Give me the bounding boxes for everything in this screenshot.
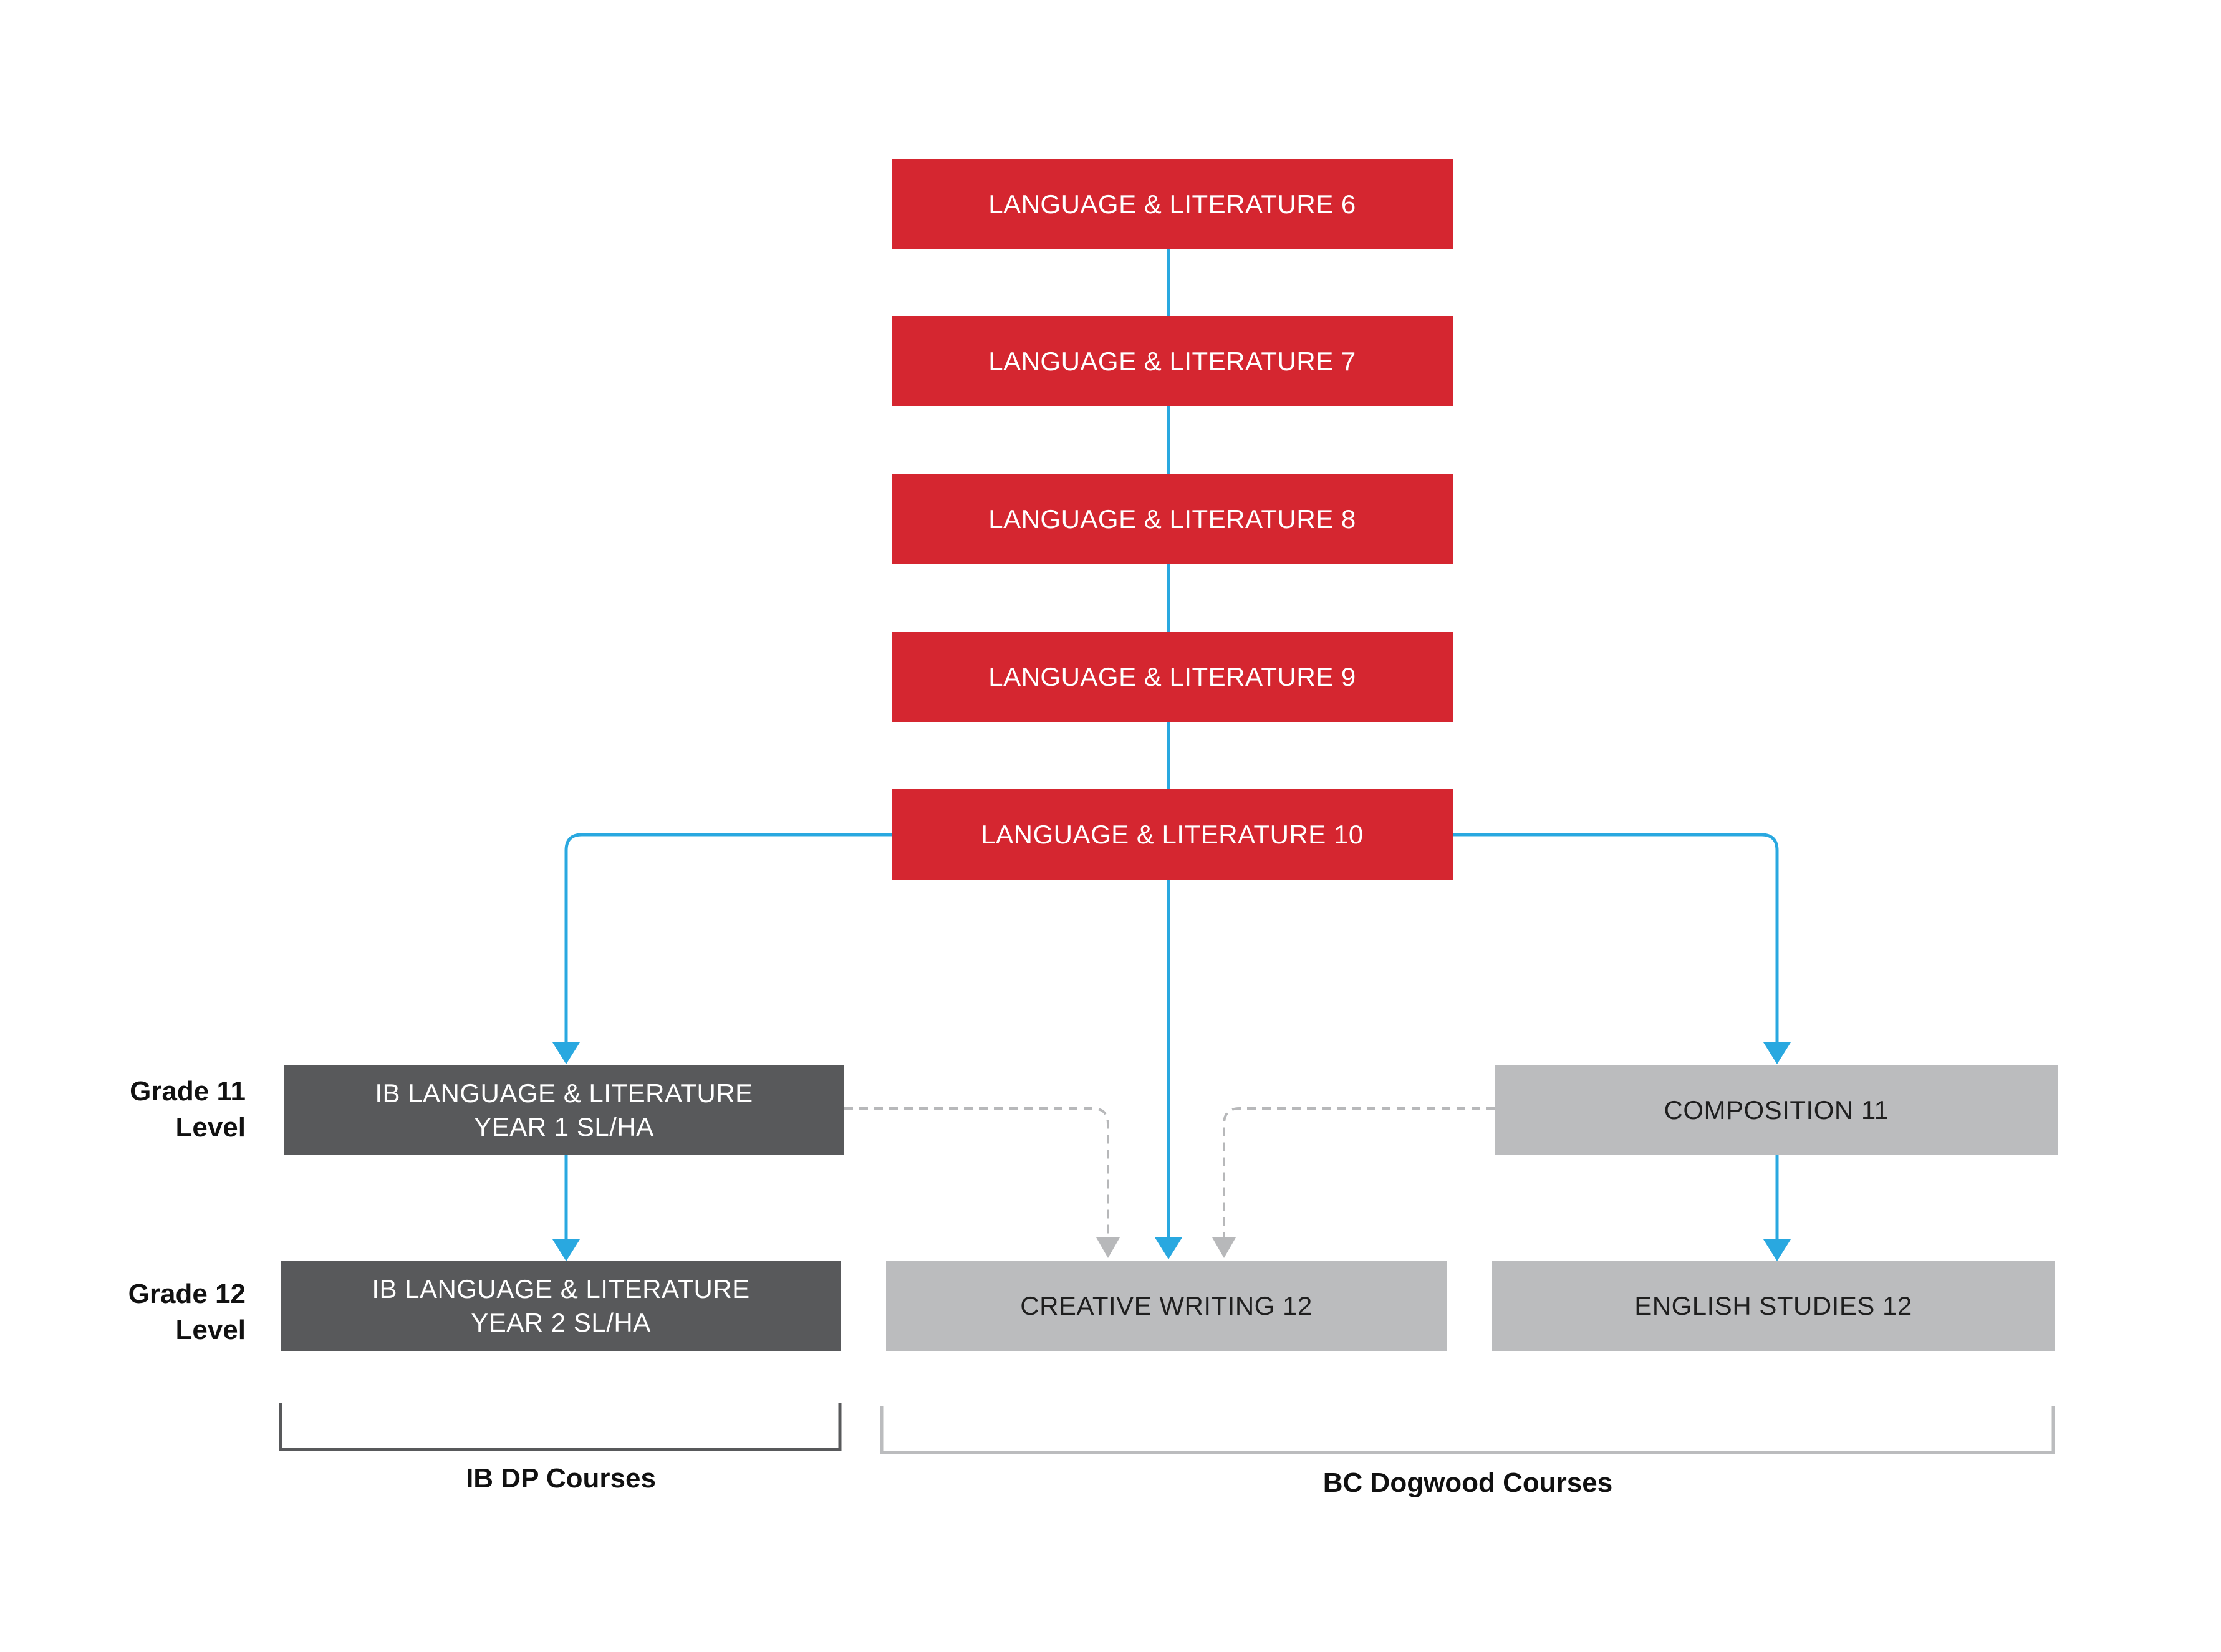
- bracket-ib-dp: [279, 1403, 842, 1451]
- dashed-arrowhead-left: [1096, 1237, 1120, 1258]
- course-ib-year2-line1: IB LANGUAGE & LITERATURE: [372, 1274, 750, 1304]
- course-ib-year1-line2: YEAR 1 SL/HA: [474, 1112, 654, 1141]
- course-composition11-label: COMPOSITION 11: [1664, 1095, 1889, 1125]
- course-ll6-label: LANGUAGE & LITERATURE 6: [988, 189, 1356, 219]
- course-ll10[interactable]: LANGUAGE & LITERATURE 10: [892, 789, 1453, 880]
- arrowhead-english12: [1763, 1239, 1791, 1261]
- course-ll7[interactable]: LANGUAGE & LITERATURE 7: [892, 316, 1453, 406]
- arrowhead-composition11: [1763, 1042, 1791, 1064]
- grade-11-line2: Level: [175, 1112, 246, 1143]
- arrowhead-ib-y2: [552, 1239, 580, 1261]
- connector-ll10-composition11: [1453, 833, 1779, 1042]
- course-ib-year2[interactable]: IB LANGUAGE & LITERATURE YEAR 2 SL/HA: [281, 1261, 841, 1351]
- course-ib-year1[interactable]: IB LANGUAGE & LITERATURE YEAR 1 SL/HA: [284, 1065, 844, 1155]
- course-ll9-label: LANGUAGE & LITERATURE 9: [988, 661, 1356, 691]
- bracket-bc-dogwood: [880, 1406, 2055, 1454]
- course-english12-label: ENGLISH STUDIES 12: [1634, 1290, 1912, 1320]
- dashed-connector-composition11-creative12: [1223, 1107, 1495, 1237]
- connector-ll10-ib-y1: [564, 833, 892, 1042]
- grade-12-label: Grade 12 Level: [59, 1276, 246, 1348]
- course-ib-year2-line2: YEAR 2 SL/HA: [471, 1307, 651, 1337]
- group-label-bc-dogwood: BC Dogwood Courses: [1322, 1467, 1613, 1498]
- arrowhead-ib-y1: [552, 1042, 580, 1064]
- grade-11-line1: Grade 11: [130, 1076, 246, 1107]
- dashed-arrowhead-right: [1212, 1237, 1236, 1258]
- course-creative12[interactable]: CREATIVE WRITING 12: [886, 1261, 1447, 1351]
- grade-12-line1: Grade 12: [128, 1279, 246, 1309]
- course-ll9[interactable]: LANGUAGE & LITERATURE 9: [892, 632, 1453, 722]
- grade-11-label: Grade 11 Level: [59, 1073, 246, 1146]
- arrowhead-creative12: [1155, 1237, 1182, 1259]
- course-ll8-label: LANGUAGE & LITERATURE 8: [988, 504, 1356, 534]
- course-ib-year1-line1: IB LANGUAGE & LITERATURE: [375, 1078, 753, 1108]
- course-ll7-label: LANGUAGE & LITERATURE 7: [988, 346, 1356, 376]
- dashed-connector-ib-y1-creative12: [844, 1107, 1109, 1237]
- course-ll6[interactable]: LANGUAGE & LITERATURE 6: [892, 159, 1453, 249]
- grade-12-line2: Level: [175, 1315, 246, 1345]
- course-composition11[interactable]: COMPOSITION 11: [1495, 1065, 2058, 1155]
- group-label-ib-dp: IB DP Courses: [466, 1463, 656, 1494]
- course-ll8[interactable]: LANGUAGE & LITERATURE 8: [892, 474, 1453, 564]
- course-ll10-label: LANGUAGE & LITERATURE 10: [981, 819, 1364, 849]
- course-english12[interactable]: ENGLISH STUDIES 12: [1492, 1261, 2055, 1351]
- course-creative12-label: CREATIVE WRITING 12: [1020, 1290, 1313, 1320]
